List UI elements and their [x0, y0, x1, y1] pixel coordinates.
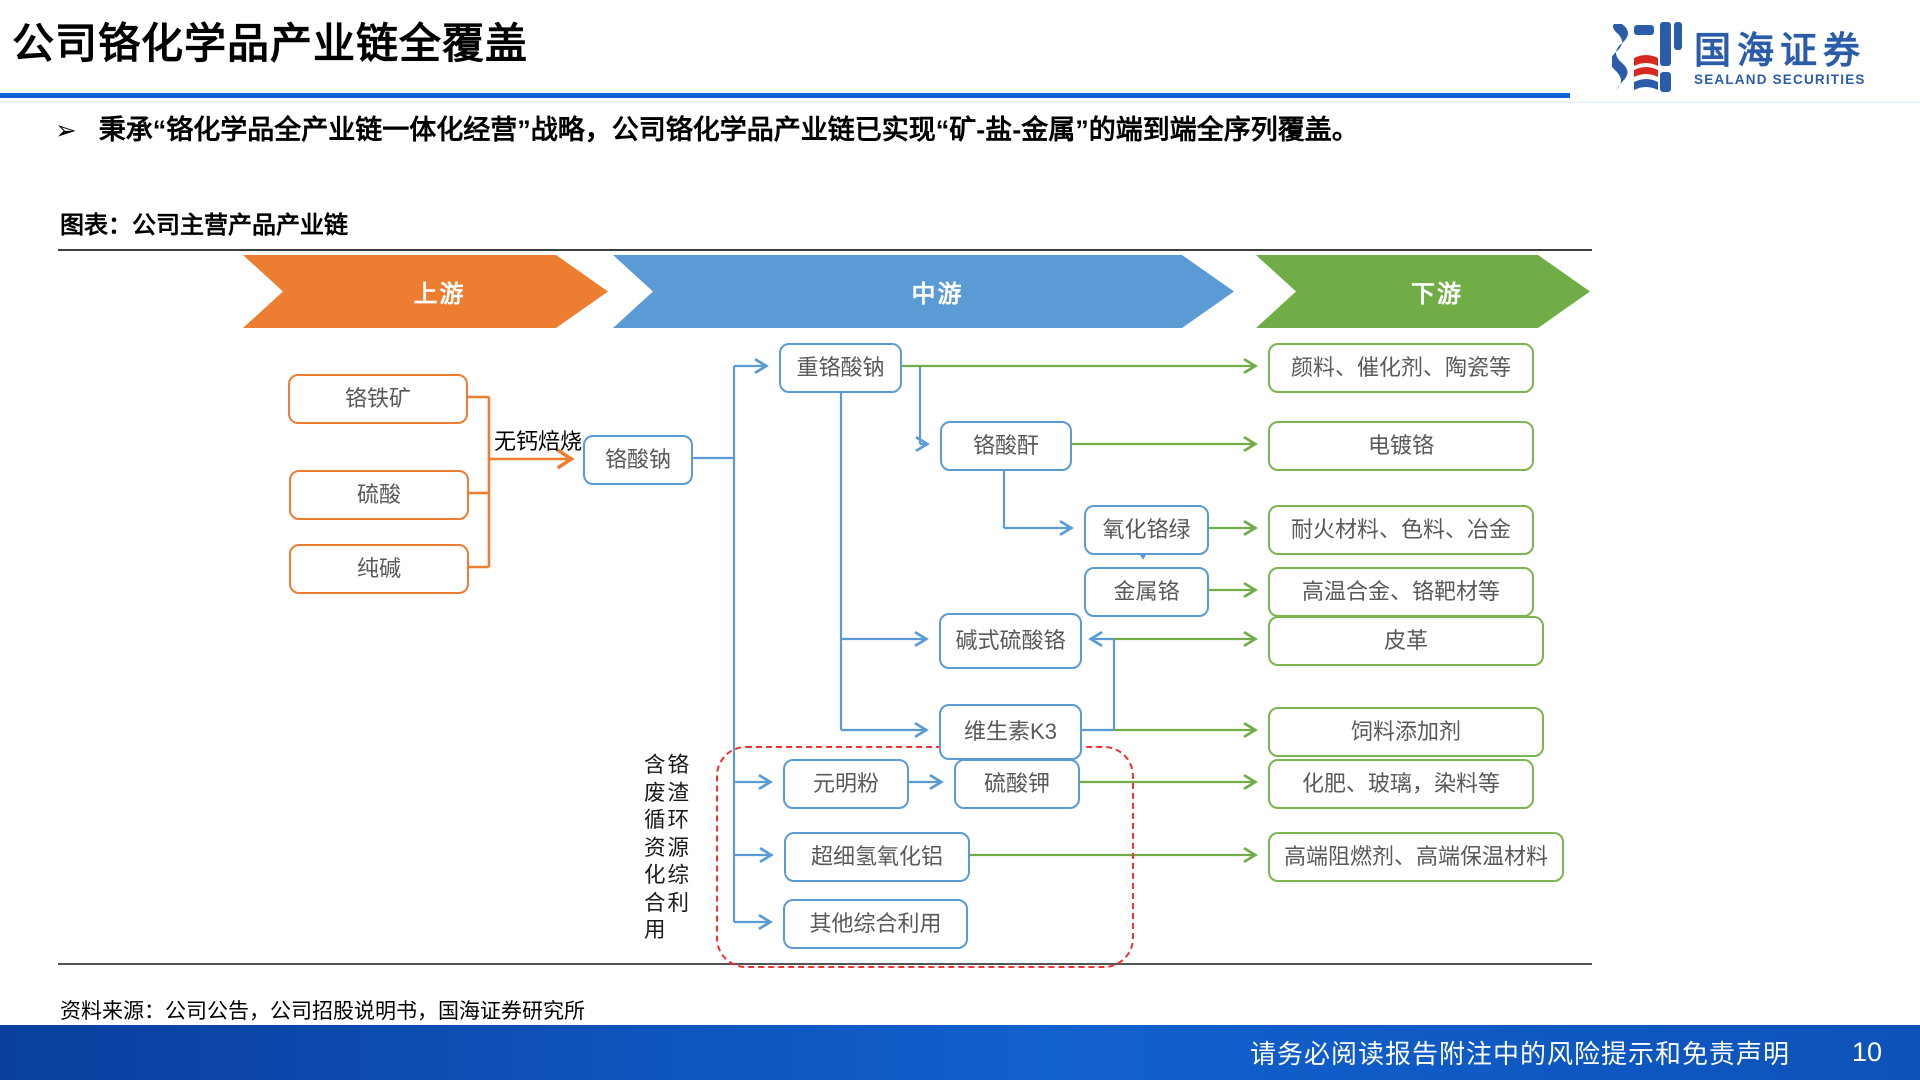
node-sodium-dichromate: 重铬酸钠	[779, 343, 902, 393]
node-soda-ash: 纯碱	[289, 544, 469, 594]
title-underline	[0, 93, 1570, 98]
node-electroplated-chrome: 电镀铬	[1268, 421, 1534, 471]
node-sodium-chromate: 铬酸钠	[583, 435, 693, 485]
page-number: 10	[1851, 1037, 1882, 1067]
key-point-text: 秉承“铬化学品全产业链一体化经营”战略，公司铬化学品产业链已实现“矿-盐-金属”…	[98, 115, 1359, 145]
node-sodium-sulfate: 元明粉	[783, 759, 909, 809]
node-basic-chromium-sulfate: 碱式硫酸铬	[939, 613, 1082, 669]
node-feed-additives: 饲料添加剂	[1268, 707, 1544, 757]
stage-label-upstream: 上游	[413, 281, 466, 308]
figure-bottom-rule	[58, 963, 1592, 965]
title-underline-soft	[0, 101, 1920, 103]
stage-chevron-midstream: 中游	[613, 255, 1234, 328]
node-chromite-ore: 铬铁矿	[288, 374, 468, 424]
figure-title: 图表：公司主营产品产业链	[60, 213, 348, 239]
key-point: ➢ 秉承“铬化学品全产业链一体化经营”战略，公司铬化学品产业链已实现“矿-盐-金…	[55, 110, 1555, 150]
bullet-arrow-icon: ➢	[55, 115, 77, 145]
stage-chevron-upstream: 上游	[243, 255, 608, 328]
node-pigments-catalysts-ceramics: 颜料、催化剂、陶瓷等	[1268, 343, 1534, 393]
logo-cn-text: 国海证券	[1694, 30, 1866, 72]
node-flame-retardant-insulation: 高端阻燃剂、高端保温材料	[1268, 832, 1564, 882]
node-potassium-sulfate: 硫酸钾	[954, 759, 1080, 809]
node-leather: 皮革	[1268, 616, 1544, 666]
footer-bar: 请务必阅读报告附注中的风险提示和免责声明 10	[0, 1025, 1920, 1080]
node-other-utilization: 其他综合利用	[783, 899, 968, 949]
stage-chevron-downstream: 下游	[1256, 255, 1590, 328]
side-note-recycling: 含铬废渣循环资源化综合利用	[644, 753, 692, 942]
node-sulfuric-acid: 硫酸	[289, 470, 469, 520]
page-title: 公司铬化学品产业链全覆盖	[12, 20, 529, 67]
source-note: 资料来源：公司公告，公司招股说明书，国海证券研究所	[60, 999, 585, 1023]
node-fertilizer-glass-dyes: 化肥、玻璃，染料等	[1268, 759, 1534, 809]
stage-label-midstream: 中游	[911, 281, 964, 308]
node-chromium-metal: 金属铬	[1084, 567, 1209, 617]
logo-en-text: SEALAND SECURITIES	[1694, 72, 1866, 88]
process-label: 无钙焙烧	[494, 429, 583, 454]
node-superalloy-targets: 高温合金、铬靶材等	[1268, 567, 1534, 617]
highlight-dashed-box	[716, 746, 1134, 968]
node-refractory-pigment-metallurgy: 耐火材料、色料、冶金	[1268, 505, 1534, 555]
sealand-logo-icon	[1610, 20, 1684, 99]
stage-label-downstream: 下游	[1411, 281, 1463, 308]
node-chrome-oxide-green: 氧化铬绿	[1084, 505, 1209, 555]
figure-top-rule	[58, 249, 1592, 251]
node-vitamin-k3: 维生素K3	[939, 704, 1082, 760]
node-chromic-anhydride: 铬酸酐	[940, 421, 1072, 471]
company-logo: 国海证券 SEALAND SECURITIES	[1610, 20, 1866, 99]
node-fine-aluminum-hydroxide: 超细氢氧化铝	[784, 832, 970, 882]
disclaimer-text: 请务必阅读报告附注中的风险提示和免责声明	[1249, 1039, 1790, 1069]
